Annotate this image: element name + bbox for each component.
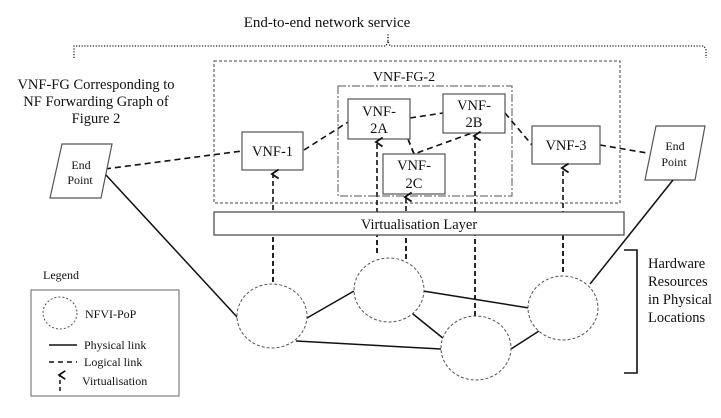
- svg-text:Virtualisation: Virtualisation: [82, 374, 147, 388]
- end-to-end-brace: [73, 33, 707, 58]
- physical-link: [306, 290, 355, 319]
- nfvi-pop[interactable]: [527, 275, 599, 341]
- vnf-2c[interactable]: VNF- 2C: [382, 153, 446, 195]
- legend-nfvi-pop-icon: [42, 296, 78, 330]
- physical-link: [412, 313, 445, 340]
- physical-link: [589, 179, 674, 285]
- svg-text:Logical link: Logical link: [84, 355, 142, 369]
- end-point-left[interactable]: End Point: [49, 143, 113, 199]
- logical-link: [407, 132, 473, 156]
- physical-link: [295, 340, 442, 350]
- end-point-right[interactable]: End Point: [644, 125, 706, 181]
- svg-text:End: End: [71, 158, 90, 172]
- nfvi-pop[interactable]: [440, 315, 512, 381]
- logical-link: [599, 144, 648, 154]
- svg-text:Point: Point: [67, 173, 93, 187]
- hardware-label: Hardware Resources in Physical Locations: [648, 256, 712, 326]
- svg-text:Figure 2: Figure 2: [72, 111, 121, 127]
- vnf-2a[interactable]: VNF- 2A: [347, 98, 411, 140]
- svg-text:VNF-: VNF-: [457, 98, 491, 114]
- svg-text:NF Forwarding Graph of: NF Forwarding Graph of: [23, 94, 169, 110]
- svg-text:VNF-3: VNF-3: [545, 138, 586, 154]
- diagram-title: End-to-end network service: [244, 15, 411, 31]
- svg-text:VNF-: VNF-: [397, 158, 431, 174]
- svg-text:VNF-FG Corresponding to: VNF-FG Corresponding to: [17, 77, 174, 93]
- vnf-fg-2-boundary: [337, 85, 513, 197]
- nfvi-pop[interactable]: [236, 283, 308, 349]
- svg-text:Hardware: Hardware: [648, 256, 705, 272]
- physical-link: [422, 290, 530, 309]
- svg-text:2B: 2B: [466, 115, 483, 131]
- nfvi-pops: [236, 257, 599, 381]
- logical-link: [104, 150, 243, 170]
- vnf-fg-label: VNF-FG Corresponding to NF Forwarding Gr…: [17, 77, 174, 127]
- svg-text:Physical link: Physical link: [84, 338, 146, 352]
- nfvi-pop[interactable]: [353, 257, 425, 323]
- svg-text:VNF-: VNF-: [362, 104, 396, 120]
- svg-text:VNF-1: VNF-1: [252, 144, 293, 160]
- legend-title: Legend: [43, 268, 79, 282]
- logical-links: [104, 112, 648, 170]
- svg-text:Point: Point: [661, 155, 687, 169]
- svg-text:Locations: Locations: [648, 310, 706, 326]
- svg-text:2A: 2A: [370, 121, 388, 137]
- svg-text:Virtualisation Layer: Virtualisation Layer: [361, 217, 477, 233]
- physical-link: [510, 330, 540, 350]
- svg-text:2C: 2C: [406, 176, 423, 192]
- vnf-fg-2-label: VNF-FG-2: [373, 70, 435, 85]
- physical-link: [105, 174, 239, 319]
- hardware-bracket: [624, 249, 638, 374]
- logical-link: [504, 112, 533, 146]
- physical-links: [105, 174, 674, 350]
- svg-text:in Physical: in Physical: [648, 292, 712, 308]
- logical-link: [303, 121, 349, 151]
- legend: NFVI-PoP Physical link Logical link Virt…: [30, 289, 180, 397]
- virtualisation-layer[interactable]: Virtualisation Layer: [213, 211, 625, 236]
- vnf-1[interactable]: VNF-1: [241, 131, 304, 171]
- logical-link: [409, 112, 444, 119]
- virtualisation-arrow-lower-segments: [272, 236, 564, 316]
- vnf-fg-boundary: [213, 60, 621, 204]
- svg-text:NFVI-PoP: NFVI-PoP: [85, 307, 137, 321]
- svg-text:End: End: [665, 139, 684, 153]
- svg-text:Resources: Resources: [648, 274, 708, 290]
- vnf-2b[interactable]: VNF- 2B: [442, 93, 506, 134]
- vnf-3[interactable]: VNF-3: [531, 125, 601, 165]
